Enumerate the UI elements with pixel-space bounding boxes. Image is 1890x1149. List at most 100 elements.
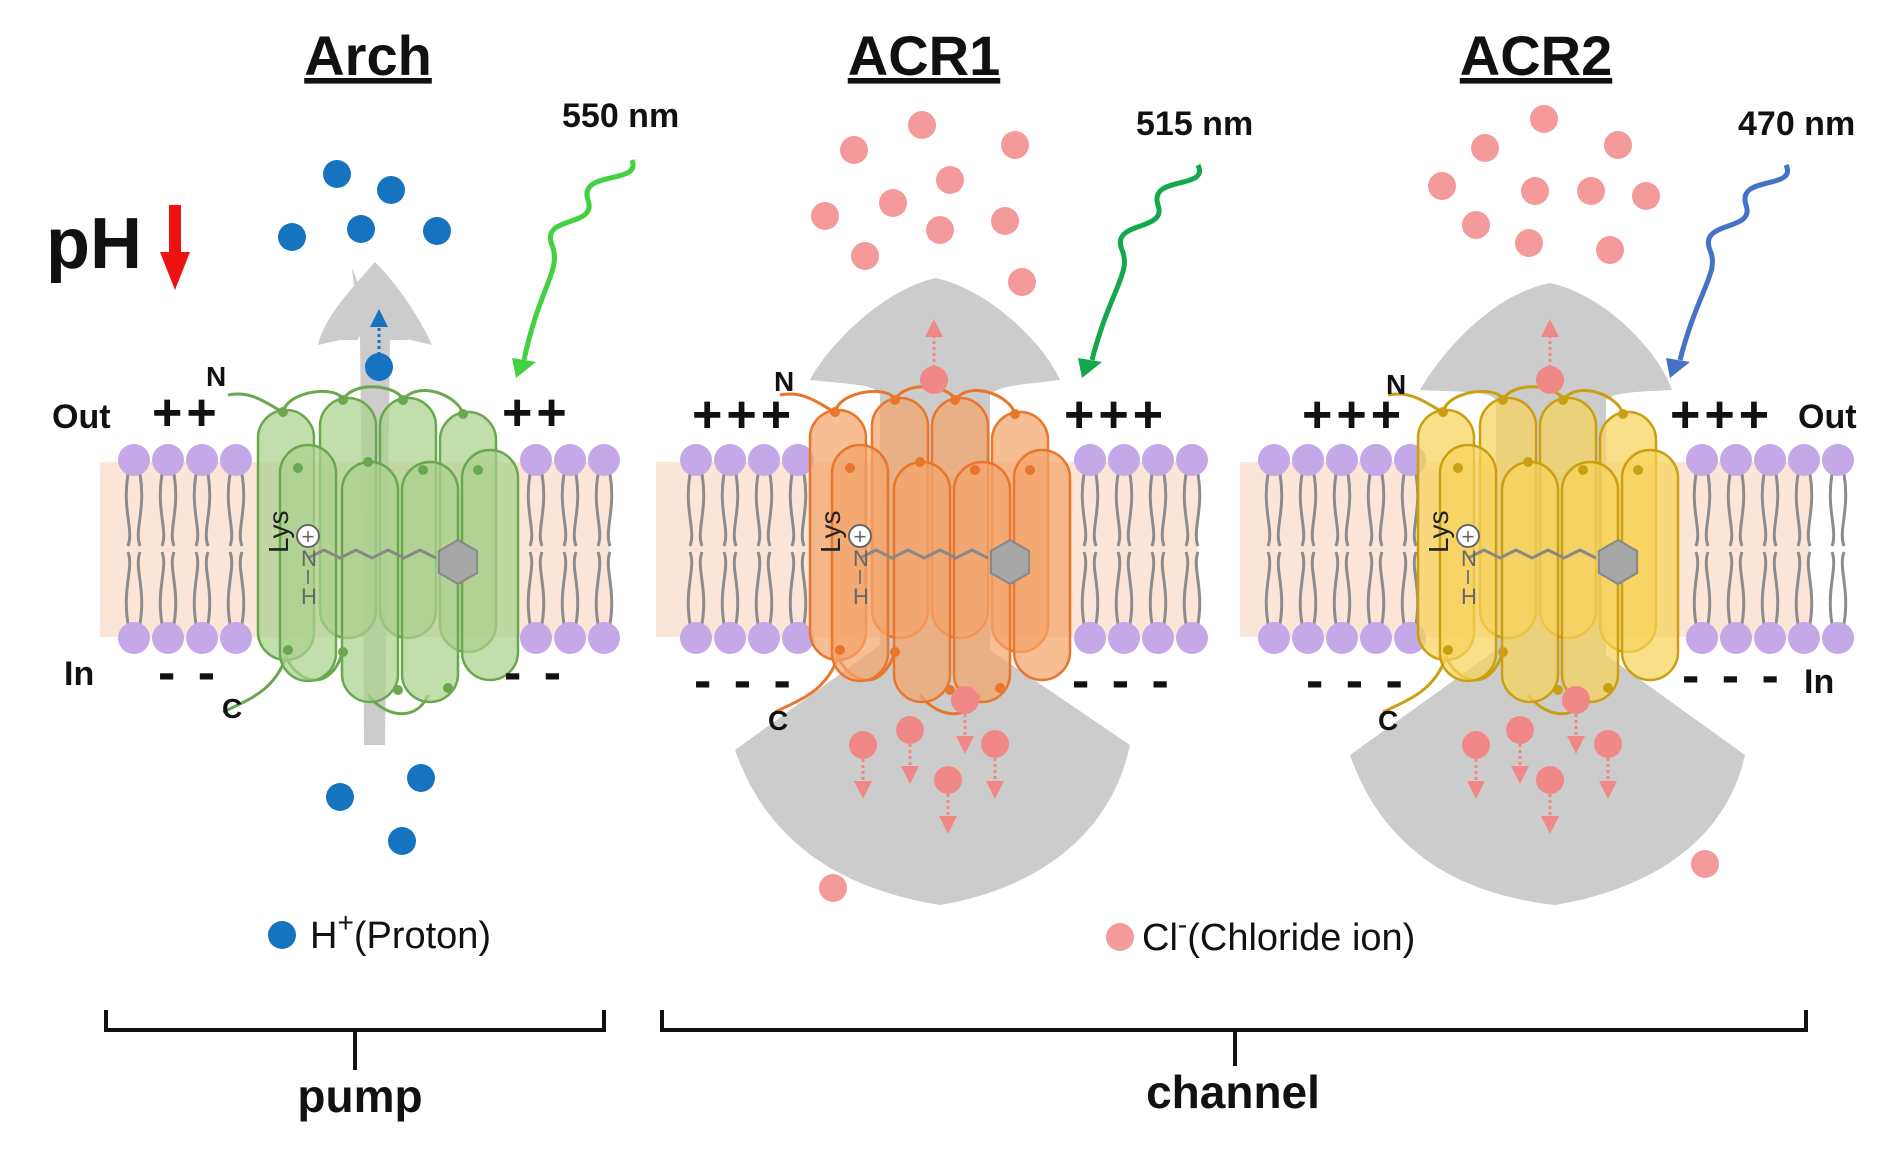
lipid-head <box>1074 444 1106 476</box>
lipid-molecule <box>1142 444 1174 654</box>
chloride-icon <box>1462 211 1490 239</box>
panel-arch: Arch Lys+NH 550 nm <box>52 24 679 855</box>
lipid-head <box>1108 622 1140 654</box>
transmembrane-helix <box>830 443 890 683</box>
lipid-head <box>118 622 150 654</box>
in-label: In <box>1804 663 1834 701</box>
out-charge-signs: ++ <box>502 384 571 442</box>
junction-dot <box>1438 407 1448 417</box>
junction-dot <box>418 465 428 475</box>
junction-dot <box>398 395 408 405</box>
junction-dot <box>890 395 900 405</box>
junction-dot <box>1558 395 1568 405</box>
wavelength-label: 550 nm <box>562 97 679 135</box>
junction-dot <box>278 407 288 417</box>
lipid-head <box>748 444 780 476</box>
chloride-icon <box>1008 268 1036 296</box>
opsin-protein: Lys+NH <box>774 385 1072 716</box>
charge-symbol: + <box>854 524 867 549</box>
in-charge-signs: - - - <box>1072 652 1173 710</box>
ph-indicator: pH <box>46 204 190 290</box>
junction-dot <box>1498 647 1508 657</box>
chloride-icon <box>1506 716 1534 744</box>
proton-icon <box>326 783 354 811</box>
lipid-bilayer <box>1258 444 1854 654</box>
lipid-molecule <box>1326 444 1358 654</box>
proton-icon <box>268 921 296 949</box>
c-terminus-label: C <box>1378 705 1398 736</box>
lipid-bilayer <box>680 444 1208 654</box>
lipid-molecule <box>1720 444 1752 654</box>
lipid-head <box>1686 622 1718 654</box>
lipid-head <box>1720 622 1752 654</box>
lipid-head <box>1822 444 1854 476</box>
protein-loop <box>401 389 465 415</box>
chloride-icon <box>951 686 979 714</box>
chloride-icon <box>1530 105 1558 133</box>
lipid-head <box>1326 622 1358 654</box>
schiff-base-n: N <box>853 546 869 571</box>
lipid-head <box>1176 444 1208 476</box>
chloride-group-in <box>819 686 1009 902</box>
lipid-head <box>1822 622 1854 654</box>
lipid-head <box>1176 622 1208 654</box>
positive-charge-icon <box>1456 524 1480 548</box>
chloride-icon <box>851 242 879 270</box>
junction-dot <box>338 395 348 405</box>
schiff-base-n: N <box>301 546 317 571</box>
lipid-head <box>1720 444 1752 476</box>
lipid-head <box>554 444 586 476</box>
junction-dot <box>458 409 468 419</box>
n-terminus-label: N <box>1386 369 1406 400</box>
wavelength-label: 515 nm <box>1136 105 1253 143</box>
out-charge-signs: ++ <box>152 384 221 442</box>
chloride-icon <box>1106 923 1134 951</box>
lipid-head <box>1074 622 1106 654</box>
lipid-head <box>680 444 712 476</box>
junction-dot <box>1443 645 1453 655</box>
chloride-icon <box>896 716 924 744</box>
chloride-icon <box>1691 850 1719 878</box>
proton-group-in <box>326 764 435 855</box>
chloride-icon <box>920 366 948 394</box>
proton-group-out <box>278 160 451 251</box>
in-charge-signs: - - - <box>694 652 795 710</box>
schiff-base-h: H <box>853 584 869 609</box>
junction-dot <box>950 395 960 405</box>
lipid-head <box>1686 444 1718 476</box>
panel-title: Arch <box>304 24 432 87</box>
junction-dot <box>1603 683 1613 693</box>
lipid-head <box>1360 444 1392 476</box>
opsin-protein: Lys+NH <box>222 385 520 716</box>
junction-dot <box>1523 457 1533 467</box>
schiff-base-n: N <box>1461 546 1477 571</box>
protein-loop <box>953 389 1017 415</box>
junction-dot <box>1633 465 1643 475</box>
out-label: Out <box>52 398 111 436</box>
chloride-group-in <box>1462 686 1719 878</box>
lipid-head <box>588 444 620 476</box>
chloride-icon <box>1515 229 1543 257</box>
brace-pump: pump <box>104 1010 606 1122</box>
lipid-head <box>714 444 746 476</box>
brace-channel: channel <box>660 1010 1808 1118</box>
in-charge-signs: - - <box>158 644 219 702</box>
lipid-head <box>220 622 252 654</box>
out-charge-signs: +++ <box>1302 386 1405 444</box>
chloride-icon <box>840 136 868 164</box>
chloride-icon <box>991 207 1019 235</box>
out-charge-signs: +++ <box>692 386 795 444</box>
lipid-molecule <box>714 444 746 654</box>
lipid-head <box>782 444 814 476</box>
transmembrane-helix <box>952 460 1012 704</box>
chloride-icon <box>1632 182 1660 210</box>
lipid-head <box>680 622 712 654</box>
lipid-molecule <box>1074 444 1106 654</box>
lipid-head <box>152 622 184 654</box>
lipid-head <box>1142 444 1174 476</box>
lipid-head <box>714 622 746 654</box>
junction-dot <box>890 647 900 657</box>
junction-dot <box>338 647 348 657</box>
